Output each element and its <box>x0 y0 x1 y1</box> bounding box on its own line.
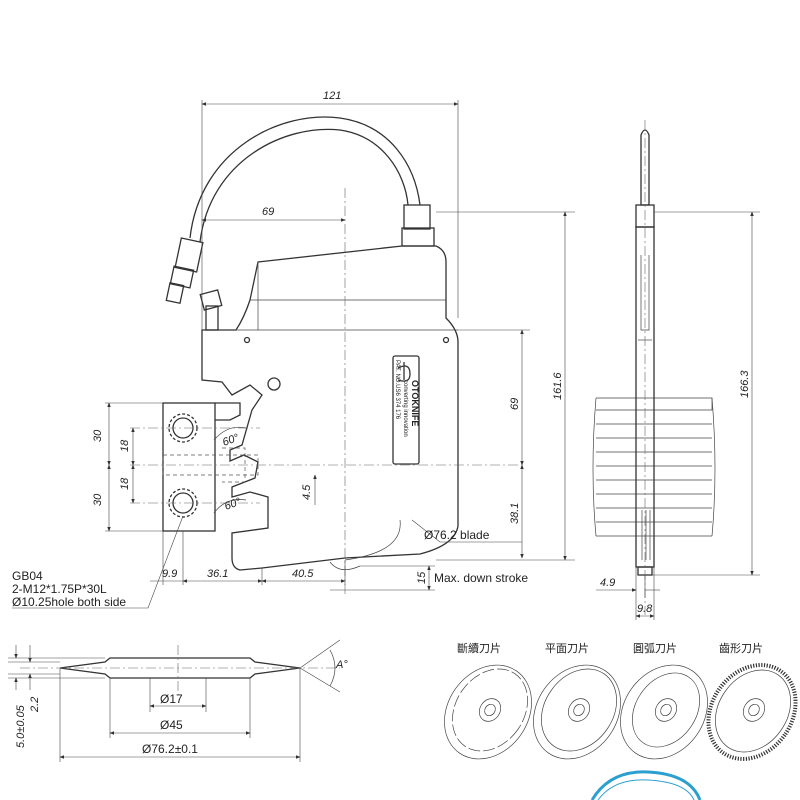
top-fitting <box>403 204 431 230</box>
dim-121: 121 <box>323 90 341 102</box>
blade-thickness-5: 5.0±0.05 <box>15 704 27 748</box>
blade-type-label: 圓弧刀片 <box>633 641 677 655</box>
blade-type-toothed: 齒形刀片 <box>706 642 798 761</box>
dim-15: 15 <box>416 571 428 584</box>
blade-dia-76: Ø76.2±0.1 <box>142 742 198 756</box>
dim-36-1: 36.1 <box>207 568 228 580</box>
blade-thickness-2-2: 2.2 <box>29 697 41 713</box>
angle-bottom: 60° <box>223 496 243 513</box>
blade-type-label: 斷續刀片 <box>457 641 501 655</box>
blade-section: A° 2.2 5.0±0.05 Ø17 Ø45 Ø76.2±0.1 <box>8 639 348 762</box>
blade-type-flat: 平面刀片 <box>533 642 621 760</box>
front-view: OTOKNIFE converting innovation PAT. NO.U… <box>130 116 520 596</box>
blade-type-arc: 圓弧刀片 <box>620 641 708 760</box>
dim-18-bottom: 18 <box>119 477 131 490</box>
dim-69-horizontal: 69 <box>262 206 274 218</box>
dim-4-9: 4.9 <box>600 577 615 589</box>
nameplate: OTOKNIFE converting innovation PAT. NO.U… <box>392 355 420 465</box>
dim-69-vertical: 69 <box>509 398 521 410</box>
callout-thread: 2-M12*1.75P*30L <box>12 582 107 596</box>
hose-fitting <box>165 237 204 305</box>
nameplate-brand: OTOKNIFE <box>410 380 420 426</box>
side-view <box>592 120 716 615</box>
adjust-knob <box>199 289 223 311</box>
blade-dia-45: Ø45 <box>160 718 183 732</box>
brand-logo <box>397 362 411 382</box>
mounting-plate <box>162 402 259 532</box>
holder-body <box>201 245 459 571</box>
dim-38-1: 38.1 <box>509 503 521 524</box>
angle-top: 60° <box>221 432 241 449</box>
blade-types: 斷續刀片 平面刀片 圓弧刀片 齒形刀片 <box>444 641 798 761</box>
blade-angle: A° <box>335 659 348 671</box>
dim-166-3: 166.3 <box>739 370 751 398</box>
blade-arc <box>344 519 401 561</box>
dim-4-5: 4.5 <box>301 484 313 500</box>
dim-9-9: 9.9 <box>162 568 177 580</box>
dim-18-top: 18 <box>119 439 131 452</box>
blade-type-label: 平面刀片 <box>545 642 589 655</box>
dim-40-5: 40.5 <box>292 568 314 580</box>
side-hose <box>640 129 650 206</box>
air-hose <box>189 116 421 239</box>
blade-type-perforated: 斷續刀片 <box>444 641 532 760</box>
side-dimensions: 166.3 4.9 9.8 <box>596 211 760 620</box>
callout-max-stroke: Max. down stroke <box>434 571 528 585</box>
blade-dia-17: Ø17 <box>160 692 183 706</box>
front-dimensions: 121 69 161.6 69 38.1 30 30 18 18 4.5 60° <box>12 90 575 609</box>
dim-30-top: 30 <box>92 429 104 442</box>
callout-gb04: GB04 <box>12 569 43 583</box>
dim-161-6: 161.6 <box>552 372 564 400</box>
blade-type-label: 齒形刀片 <box>719 642 763 655</box>
dim-30-bottom: 30 <box>92 493 104 506</box>
callout-blade: Ø76.2 blade <box>424 528 490 542</box>
callout-hole: Ø10.25hole both side <box>12 595 126 609</box>
nameplate-tagline: converting innovation <box>402 380 408 437</box>
blue-ring <box>590 770 702 800</box>
dim-9-8: 9.8 <box>637 603 653 615</box>
nameplate-patent: PAT. NO.US6 374 176 <box>394 360 400 420</box>
